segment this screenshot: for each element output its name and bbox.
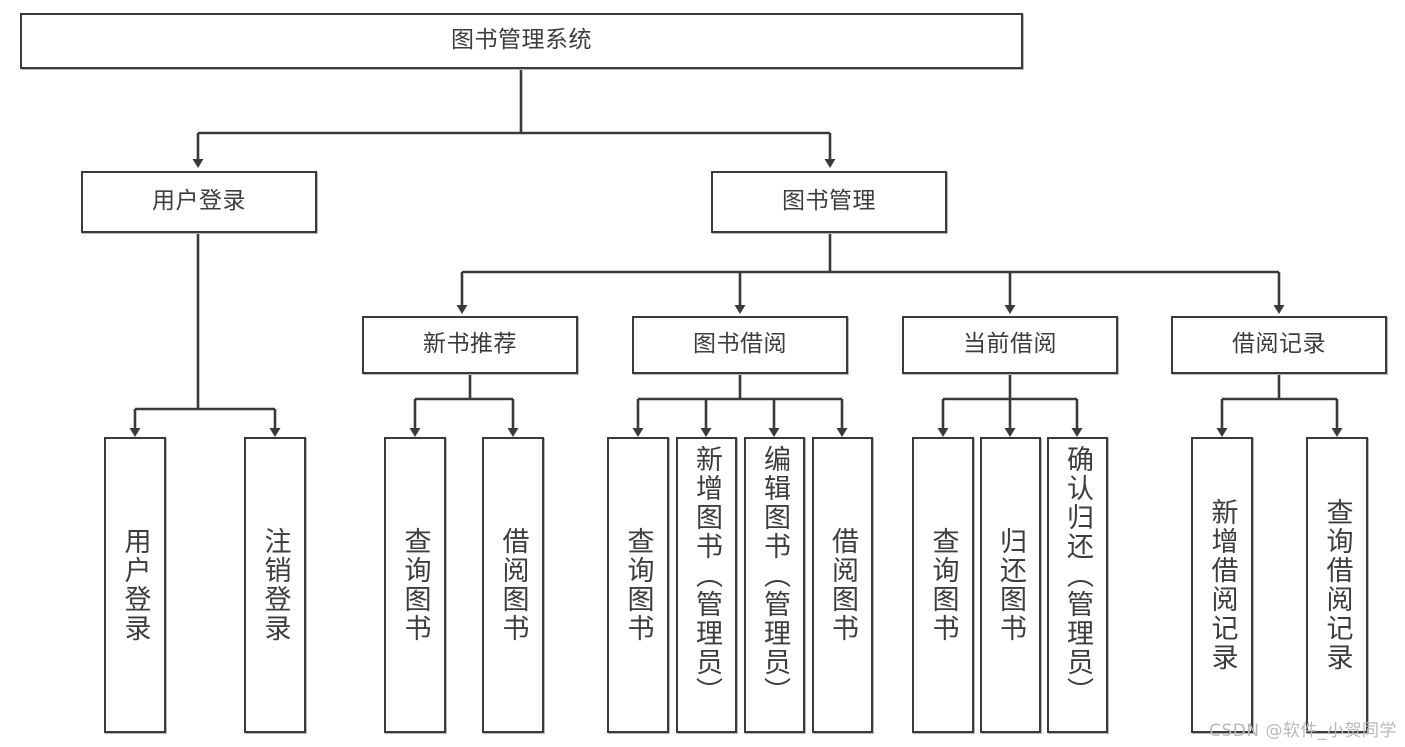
node-leaf-user-login[interactable]: 用户登录	[104, 437, 166, 733]
node-leaf-query-book-3[interactable]: 查询图书	[912, 437, 974, 733]
node-leaf-confirm-return-label: 确认归还（管理员）	[1062, 445, 1093, 706]
node-leaf-logout-login[interactable]: 注销登录	[244, 437, 306, 733]
node-leaf-add-borrow-record[interactable]: 新增借阅记录	[1191, 437, 1253, 733]
node-user-login[interactable]: 用户登录	[81, 171, 317, 233]
node-user-login-label: 用户登录	[152, 188, 246, 215]
node-borrow-record[interactable]: 借阅记录	[1171, 316, 1387, 374]
node-leaf-query-book-1-label: 查询图书	[399, 527, 431, 643]
node-book-management[interactable]: 图书管理	[711, 171, 947, 233]
node-leaf-borrow-book-1[interactable]: 借阅图书	[482, 437, 544, 733]
node-root-label: 图书管理系统	[451, 27, 592, 54]
node-leaf-borrow-book-1-label: 借阅图书	[497, 527, 529, 643]
node-current-borrow[interactable]: 当前借阅	[902, 316, 1118, 374]
node-book-borrow-label: 图书借阅	[693, 331, 787, 358]
node-current-borrow-label: 当前借阅	[963, 331, 1057, 358]
node-borrow-record-label: 借阅记录	[1232, 331, 1326, 358]
node-leaf-user-login-label: 用户登录	[119, 527, 151, 643]
node-root[interactable]: 图书管理系统	[20, 13, 1023, 69]
node-leaf-confirm-return[interactable]: 确认归还（管理员）	[1047, 437, 1108, 733]
node-new-book-recommend-label: 新书推荐	[423, 331, 517, 358]
node-leaf-add-book[interactable]: 新增图书（管理员）	[676, 437, 737, 733]
node-leaf-borrow-book-2-label: 借阅图书	[827, 527, 858, 643]
node-leaf-query-borrow-record-label: 查询借阅记录	[1321, 498, 1353, 672]
node-leaf-query-borrow-record[interactable]: 查询借阅记录	[1306, 437, 1368, 733]
node-leaf-query-book-2-label: 查询图书	[622, 527, 654, 643]
node-leaf-query-book-3-label: 查询图书	[927, 527, 959, 643]
node-leaf-borrow-book-2[interactable]: 借阅图书	[812, 437, 873, 733]
node-leaf-query-book-1[interactable]: 查询图书	[384, 437, 446, 733]
node-leaf-add-borrow-record-label: 新增借阅记录	[1206, 498, 1238, 672]
node-leaf-return-book[interactable]: 归还图书	[980, 437, 1041, 733]
node-leaf-return-book-label: 归还图书	[995, 527, 1026, 643]
node-book-management-label: 图书管理	[782, 188, 876, 215]
node-new-book-recommend[interactable]: 新书推荐	[362, 316, 578, 374]
node-book-borrow[interactable]: 图书借阅	[632, 316, 848, 374]
node-leaf-edit-book[interactable]: 编辑图书（管理员）	[744, 437, 805, 733]
node-leaf-query-book-2[interactable]: 查询图书	[607, 437, 669, 733]
node-leaf-edit-book-label: 编辑图书（管理员）	[759, 445, 790, 706]
watermark-text: CSDN @软件_小贺同学	[1209, 721, 1397, 741]
node-leaf-logout-login-label: 注销登录	[259, 527, 291, 643]
node-leaf-add-book-label: 新增图书（管理员）	[691, 445, 722, 706]
